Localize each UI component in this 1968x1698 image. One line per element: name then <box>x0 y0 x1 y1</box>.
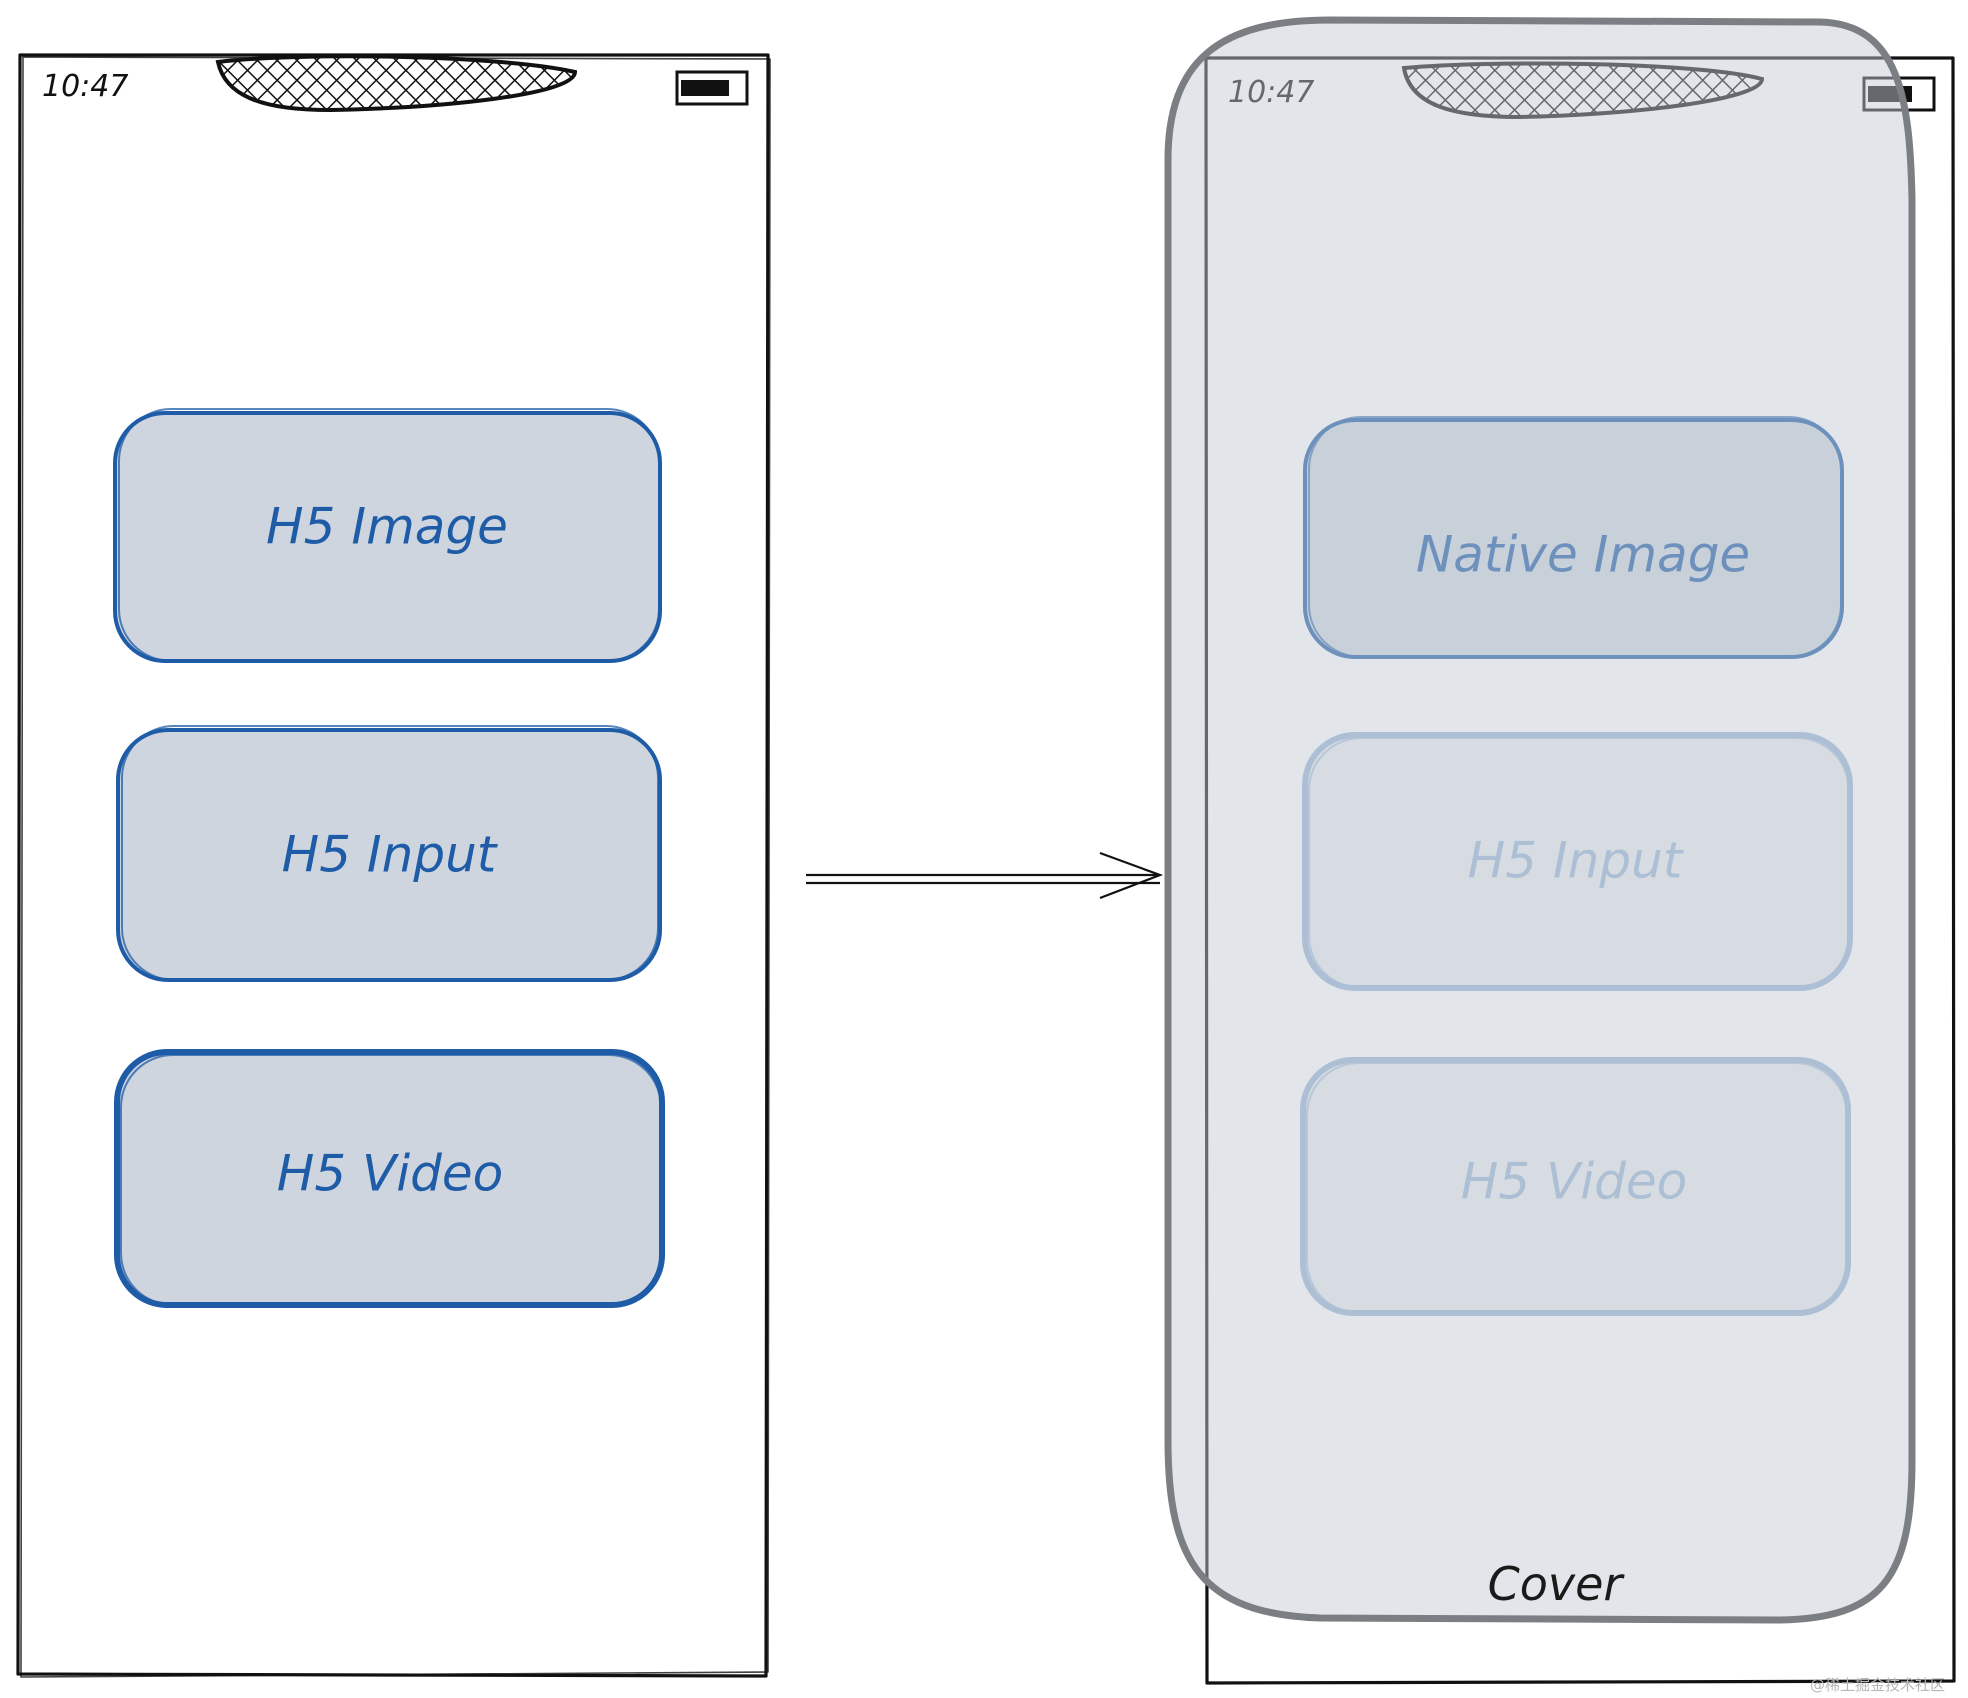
right-phone-frame <box>1204 56 1956 1685</box>
cover-overlay <box>1164 16 1916 1624</box>
right-card-input-label: H5 Input <box>1468 832 1685 890</box>
right-card-video-label: H5 Video <box>1461 1153 1688 1211</box>
left-battery-icon <box>675 70 749 106</box>
right-status-time: 10:47 <box>1228 75 1314 110</box>
right-card-input: H5 Input <box>1302 732 1853 991</box>
right-notch <box>1401 61 1765 120</box>
left-card-input-label: H5 Input <box>282 826 499 884</box>
right-card-native-image: Native Image <box>1303 416 1844 659</box>
left-phone: 10:47 H5 Image H5 Input H5 Video <box>16 53 771 1678</box>
watermark: @稀土掘金技术社区 <box>1810 1676 1945 1694</box>
left-card-image-label: H5 Image <box>266 498 508 556</box>
left-notch <box>215 54 578 113</box>
right-phone: 10:47 Native Image H5 Input H5 Video Cov… <box>1164 16 1956 1685</box>
left-card-image: H5 Image <box>113 408 662 663</box>
transform-arrow <box>806 851 1164 900</box>
left-phone-frame <box>16 53 770 1678</box>
left-phone-frame-sketch <box>20 56 771 1678</box>
right-card-video: H5 Video <box>1300 1057 1851 1316</box>
cover-label: Cover <box>1488 1557 1626 1611</box>
left-card-video-label: H5 Video <box>277 1145 504 1203</box>
left-card-input: H5 Input <box>116 725 662 982</box>
left-card-video: H5 Video <box>114 1049 665 1308</box>
left-status-time: 10:47 <box>42 69 128 104</box>
right-card-native-image-label: Native Image <box>1416 526 1750 584</box>
